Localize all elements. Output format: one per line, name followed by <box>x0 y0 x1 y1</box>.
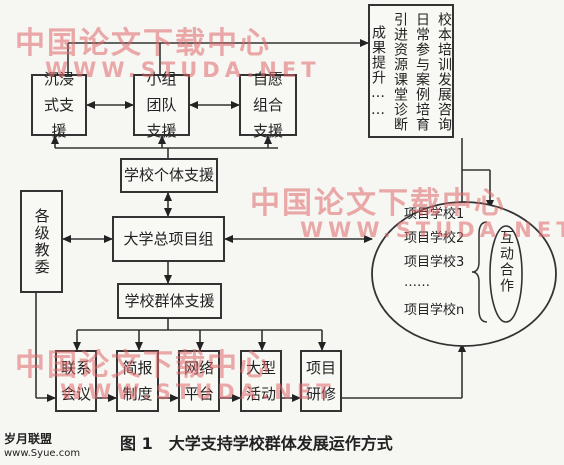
brand-url: www.Syue.com <box>4 448 81 459</box>
brand-name: 岁月联盟 <box>4 432 53 446</box>
school-item: 项目学校3 <box>404 255 465 270</box>
school-item: …… <box>404 275 430 290</box>
watermark-url: WWW.STUDA.NET <box>300 218 564 242</box>
watermark-url: WWW.STUDA.NET <box>60 380 336 404</box>
interaction-label: 互动合作 <box>498 230 514 294</box>
general-group-box: 大学总项目组 <box>112 216 225 262</box>
schools-brace <box>471 221 488 323</box>
small-group-support-label: 小组团队支援 <box>146 69 177 141</box>
cluster-support-label: 学校群体支援 <box>124 291 215 310</box>
watermark-title: 中国论文下载中心 <box>15 348 271 383</box>
mechanism-large-activity: 大型活动 <box>240 350 282 412</box>
cluster-support-box: 学校群体支援 <box>117 283 222 319</box>
watermark-title: 中国论文下载中心 <box>250 186 506 221</box>
small-group-support-box: 小组团队支援 <box>133 70 190 140</box>
mechanism-label: 简报制度 <box>122 358 153 403</box>
voluntary-support-box: 自愿组合支援 <box>239 70 297 140</box>
immersive-support-box: 沉浸式支援 <box>31 70 87 140</box>
mechanism-label: 联系会议 <box>61 358 92 403</box>
watermark-url: WWW.STUDA.NET <box>45 58 321 82</box>
mechanism-briefing-system: 简报制度 <box>116 350 159 412</box>
school-item: 项目学校1 <box>404 207 465 222</box>
figure-caption: 图 1 大学支持学校群体发展运作方式 <box>120 434 393 453</box>
mechanism-network-platform: 网络平台 <box>178 350 220 412</box>
mechanism-label: 大型活动 <box>246 358 277 403</box>
individual-support-box: 学校个体支援 <box>120 158 218 193</box>
school-item: 项目学校n <box>404 303 465 318</box>
education-bureau-label: 各级教委 <box>32 207 51 276</box>
immersive-support-label: 沉浸式支援 <box>43 69 74 141</box>
mechanism-label: 网络平台 <box>184 358 215 403</box>
activity-list-box: 校本培训发展咨询日常参与案例培育引进资源课堂诊断成果提升…… <box>368 4 454 138</box>
watermark-title: 中国论文下载中心 <box>15 26 271 61</box>
general-group-label: 大学总项目组 <box>123 229 214 248</box>
voluntary-support-label: 自愿组合支援 <box>252 69 283 141</box>
individual-support-label: 学校个体支援 <box>123 166 214 185</box>
education-bureau-box: 各级教委 <box>20 190 63 293</box>
mechanism-project-training: 项目研修 <box>300 350 342 412</box>
mechanism-label: 项目研修 <box>306 358 337 403</box>
interaction-oval <box>489 225 523 323</box>
mechanism-contact-meeting: 联系会议 <box>55 350 97 412</box>
school-item: 项目学校2 <box>404 231 465 246</box>
activity-list-text: 校本培训发展咨询日常参与案例培育引进资源课堂诊断成果提升…… <box>370 12 452 132</box>
